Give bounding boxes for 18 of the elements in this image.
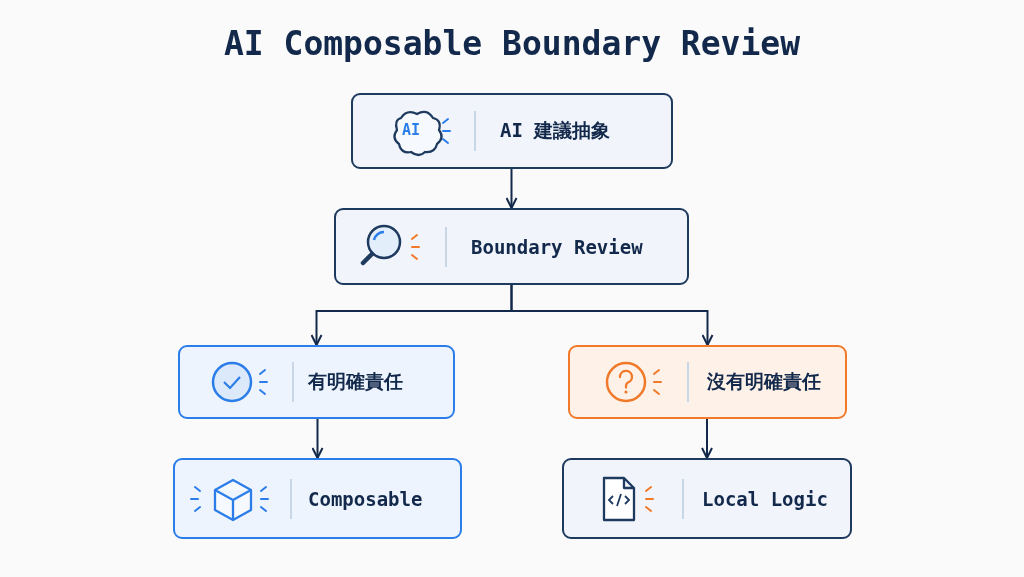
- box-label: Local Logic: [702, 487, 828, 510]
- box-label: 有明確責任: [308, 369, 403, 394]
- box-label: 沒有明確責任: [707, 369, 821, 394]
- icon-label: AI: [402, 121, 421, 139]
- box-label: Composable: [308, 487, 423, 510]
- arrow: [505, 168, 518, 209]
- box-label: AI 建議抽象: [500, 118, 611, 143]
- process-box: [562, 458, 852, 539]
- process-box: [351, 93, 673, 169]
- process-box: [173, 458, 462, 539]
- title: AI Composable Boundary Review: [222, 24, 802, 63]
- process-box: [568, 345, 847, 419]
- arrow: [311, 418, 324, 459]
- process-box: [178, 345, 455, 419]
- box-label: Boundary Review: [471, 235, 643, 258]
- process-box: [334, 208, 689, 285]
- arrow: [701, 418, 713, 459]
- arrow: [510, 284, 714, 346]
